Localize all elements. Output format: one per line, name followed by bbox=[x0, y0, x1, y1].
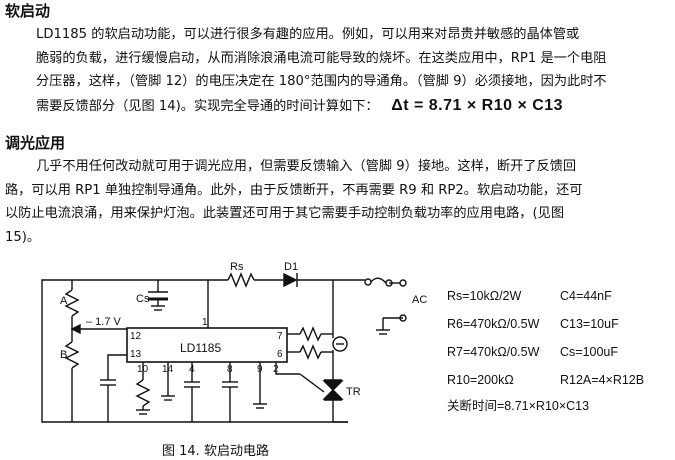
spec-r12: R12A=4×R12B bbox=[560, 373, 644, 387]
pin-6: 6 bbox=[277, 349, 283, 360]
paragraph-line-text: 需要反馈部分（见图 14)。实现完全导通的时间计算如下： bbox=[36, 98, 379, 114]
paragraph-line: 几乎不用任何改动就可用于调光应用，但需要反馈输入（管脚 9）接地。这样，断开了反… bbox=[36, 159, 577, 174]
pin-10: 10 bbox=[137, 364, 149, 375]
pin-13: 13 bbox=[130, 349, 142, 360]
diode-d1 bbox=[283, 272, 298, 288]
triac-tr bbox=[322, 380, 344, 391]
label-voltage: – 1.7 V bbox=[86, 316, 122, 328]
spec-cs: Cs=100uF bbox=[560, 345, 618, 359]
paragraph-line: 分压器，这样，（管脚 12）的电压决定在 180°范围内的导通角。（管脚 9）必… bbox=[36, 74, 607, 89]
spec-r10: R10=200kΩ bbox=[447, 373, 514, 387]
label-b: B bbox=[60, 349, 67, 361]
pin-8: 8 bbox=[227, 364, 233, 375]
resistor-rs bbox=[227, 272, 255, 288]
paragraph-line: 以防止电流浪涌，用来保护灯泡。此装置还可用于其它需要手动控制负载功率的应用电路，… bbox=[5, 206, 565, 221]
resistor-r7 bbox=[299, 326, 322, 342]
pin-14: 14 bbox=[162, 364, 174, 375]
pin-12: 12 bbox=[130, 331, 142, 342]
resistor-b bbox=[64, 341, 80, 369]
label-ac: AC bbox=[412, 294, 427, 306]
figure-caption: 图 14. 软启动电路 bbox=[162, 444, 269, 459]
spec-c13: C13=10uF bbox=[560, 317, 619, 331]
label-d1: D1 bbox=[284, 261, 298, 273]
paragraph-line: 路，可以用 RP1 单独控制导通角。此外，由于反馈断开，不再需要 R9 和 RP… bbox=[5, 182, 583, 198]
formula-delta-t: Δt = 8.71 × R10 × C13 bbox=[391, 96, 564, 114]
spec-rs: Rs=10kΩ/2W bbox=[447, 289, 522, 303]
paragraph-dimming: 几乎不用任何改动就可用于调光应用，但需要反馈输入（管脚 9）接地。这样，断开了反… bbox=[5, 155, 659, 249]
resistor-r6 bbox=[299, 344, 322, 360]
spec-c4: C4=44nF bbox=[560, 289, 612, 303]
lamp-symbol bbox=[332, 336, 348, 352]
paragraph-soft-start: LD1185 的软启动功能，可以进行很多有趣的应用。例如，可以用来对昂贵并敏感的… bbox=[36, 23, 659, 118]
ic-label: LD1185 bbox=[180, 341, 221, 355]
label-rs: Rs bbox=[230, 261, 244, 273]
heading-soft-start: 软启动 bbox=[5, 2, 51, 20]
pin-4: 4 bbox=[189, 364, 195, 375]
pin-7: 7 bbox=[277, 331, 283, 342]
spec-r7: R7=470kΩ/0.5W bbox=[447, 345, 540, 359]
label-cs: Cs bbox=[136, 293, 150, 305]
label-tr: TR bbox=[346, 386, 361, 398]
ic-ld1185 bbox=[126, 327, 288, 363]
paragraph-line: 需要反馈部分（见图 14)。实现完全导通的时间计算如下： Δt = 8.71 ×… bbox=[36, 94, 659, 119]
pin-9: 9 bbox=[257, 364, 263, 375]
resistor-a bbox=[64, 289, 80, 317]
spec-shutoff-time: 关断时间=8.71×R10×C13 bbox=[447, 398, 589, 413]
paragraph-line: 15)。 bbox=[5, 229, 41, 245]
pin-1: 1 bbox=[202, 317, 208, 328]
paragraph-line: LD1185 的软启动功能，可以进行很多有趣的应用。例如，可以用来对昂贵并敏感的… bbox=[36, 27, 580, 42]
heading-dimming: 调光应用 bbox=[5, 134, 66, 152]
spec-r6: R6=470kΩ/0.5W bbox=[447, 317, 540, 331]
label-a: A bbox=[60, 295, 68, 307]
paragraph-line: 脆弱的负载，进行缓慢启动，从而消除浪涌电流可能导致的烧坏。在这类应用中，RP1 … bbox=[36, 50, 607, 66]
pin-2: 2 bbox=[273, 364, 279, 375]
